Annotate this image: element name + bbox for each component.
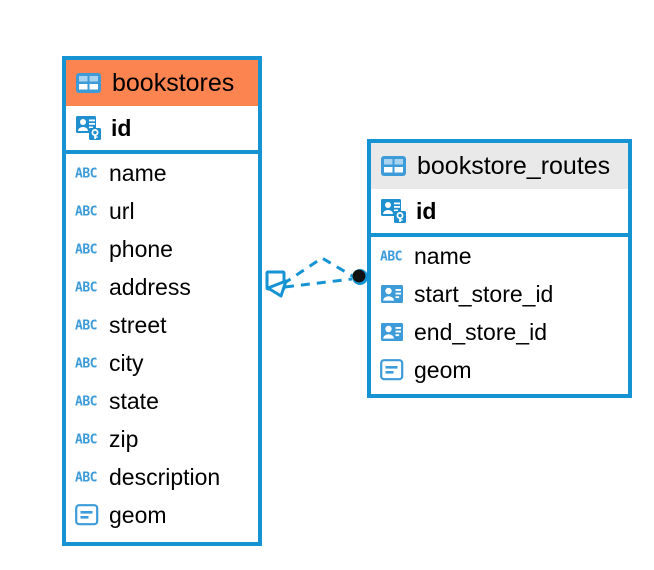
abc-text-icon: ABC — [75, 279, 100, 296]
relationship-line-upper — [282, 256, 355, 286]
field-label: street — [109, 311, 167, 338]
svg-text:ABC: ABC — [380, 250, 402, 265]
abc-text-icon: ABC — [75, 431, 100, 448]
abc-text-icon: ABC — [380, 248, 405, 265]
svg-text:ABC: ABC — [75, 243, 97, 258]
svg-text:ABC: ABC — [75, 281, 97, 296]
field-row-state[interactable]: ABC state — [66, 382, 258, 420]
svg-text:ABC: ABC — [75, 395, 97, 410]
abc-text-icon: ABC — [75, 165, 100, 182]
field-label: city — [109, 349, 144, 376]
abc-text-icon: ABC — [75, 355, 100, 372]
table-icon — [75, 71, 102, 95]
abc-text-icon: ABC — [75, 469, 100, 486]
field-row-geom[interactable]: geom — [66, 496, 258, 534]
entity-bookstore-routes[interactable]: bookstore_routes — [367, 139, 632, 398]
svg-text:ABC: ABC — [75, 471, 97, 486]
field-row-zip[interactable]: ABC zip — [66, 420, 258, 458]
primary-key-icon — [380, 198, 407, 224]
field-label: description — [109, 463, 221, 490]
field-label: id — [111, 114, 132, 141]
field-label: zip — [109, 425, 139, 452]
field-label: id — [416, 197, 437, 224]
field-row-city[interactable]: ABC city — [66, 344, 258, 382]
abc-text-icon: ABC — [75, 393, 100, 410]
svg-text:ABC: ABC — [75, 319, 97, 334]
entity-header-bookstore-routes[interactable]: bookstore_routes — [371, 143, 628, 189]
field-label: start_store_id — [414, 280, 554, 307]
entity-title: bookstores — [112, 68, 235, 97]
svg-text:ABC: ABC — [75, 357, 97, 372]
field-row-phone[interactable]: ABC phone — [66, 230, 258, 268]
field-label: name — [414, 242, 472, 269]
entity-header-bookstores[interactable]: bookstores — [66, 60, 258, 106]
entity-bookstores[interactable]: bookstores — [62, 56, 262, 546]
primary-key-row: id — [371, 189, 628, 237]
field-label: geom — [109, 501, 167, 528]
field-row-url[interactable]: ABC url — [66, 192, 258, 230]
crows-foot-marker — [265, 270, 288, 298]
field-label: address — [109, 273, 191, 300]
entity-title: bookstore_routes — [417, 151, 611, 180]
abc-text-icon: ABC — [75, 203, 100, 220]
svg-text:ABC: ABC — [75, 167, 97, 182]
abc-text-icon: ABC — [75, 241, 100, 258]
geometry-icon — [380, 358, 405, 382]
svg-text:ABC: ABC — [75, 433, 97, 448]
foreign-key-icon — [380, 283, 405, 305]
primary-key-icon — [75, 115, 102, 141]
foreign-key-icon — [380, 321, 405, 343]
field-row-start-store-id[interactable]: start_store_id — [371, 275, 628, 313]
field-row-description[interactable]: ABC description — [66, 458, 258, 496]
field-row-id[interactable]: id — [66, 106, 258, 150]
filled-circle-marker — [352, 269, 368, 285]
field-row-name[interactable]: ABC name — [371, 237, 628, 275]
field-label: name — [109, 159, 167, 186]
field-row-address[interactable]: ABC address — [66, 268, 258, 306]
field-row-name[interactable]: ABC name — [66, 154, 258, 192]
field-row-end-store-id[interactable]: end_store_id — [371, 313, 628, 351]
geometry-icon — [75, 503, 100, 527]
field-row-id[interactable]: id — [371, 189, 628, 233]
field-label: geom — [414, 356, 472, 383]
field-label: state — [109, 387, 159, 414]
primary-key-row: id — [66, 106, 258, 154]
field-label: end_store_id — [414, 318, 547, 345]
abc-text-icon: ABC — [75, 317, 100, 334]
field-row-street[interactable]: ABC street — [66, 306, 258, 344]
table-icon — [380, 154, 407, 178]
svg-text:ABC: ABC — [75, 205, 97, 220]
relationship-line-lower — [284, 277, 353, 289]
field-label: phone — [109, 235, 173, 262]
field-label: url — [109, 197, 135, 224]
field-row-geom[interactable]: geom — [371, 351, 628, 389]
